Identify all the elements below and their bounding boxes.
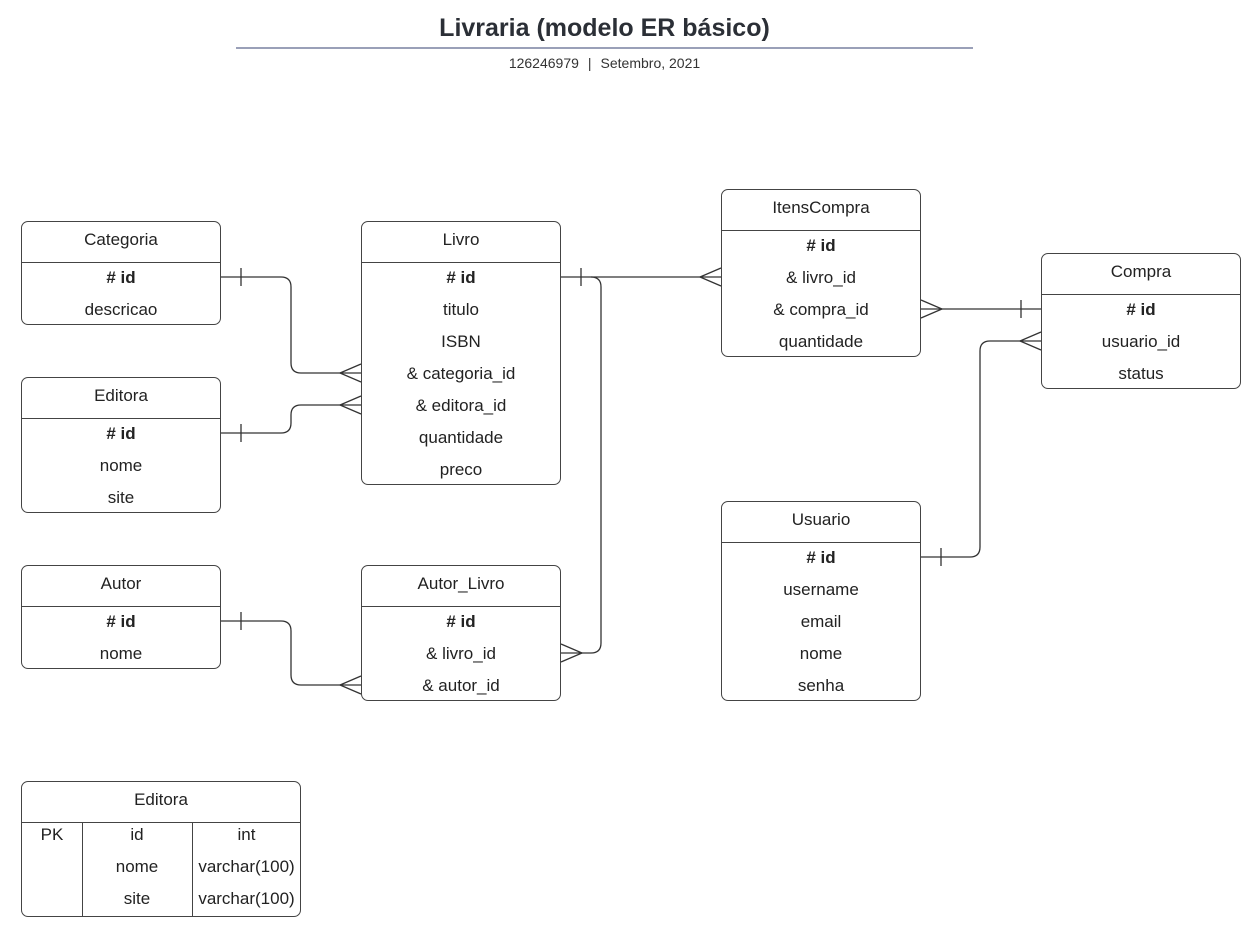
entity-autor-livro[interactable]: Autor_Livro # id & livro_id & autor_id xyxy=(361,565,561,701)
column-type: int varchar(100) varchar(100) xyxy=(192,822,301,916)
many-mark-itenscompra-compra xyxy=(920,299,944,319)
attribute-descricao: descricao xyxy=(84,300,158,319)
entity-autor[interactable]: Autor # id nome xyxy=(21,565,221,669)
table-cell: id xyxy=(130,825,144,844)
attribute-titulo: titulo xyxy=(443,300,479,319)
many-mark-itenscompra-livro xyxy=(698,267,722,287)
subtitle: 126246979 | Setembro, 2021 xyxy=(236,55,973,71)
attribute-usuario-id: usuario_id xyxy=(1101,332,1181,351)
table-cell: varchar(100) xyxy=(198,889,295,908)
link-autor-autorlivro xyxy=(221,620,361,686)
attribute-preco: preco xyxy=(439,460,483,479)
attribute-livro-id: & livro_id xyxy=(426,644,496,663)
entity-name: Categoria xyxy=(22,222,220,263)
entity-name: Livro xyxy=(362,222,560,263)
attribute-compra-id: & compra_id xyxy=(773,300,869,319)
many-mark-autorlivro-autor xyxy=(338,675,362,695)
title-rule xyxy=(236,47,973,49)
table-cell: nome xyxy=(115,857,159,876)
attribute-quantidade: quantidade xyxy=(778,332,864,351)
attribute-autor-id: & autor_id xyxy=(422,676,500,695)
entity-itens-compra[interactable]: ItensCompra # id & livro_id & compra_id … xyxy=(721,189,921,357)
table-cell: PK xyxy=(40,825,64,844)
link-usuario-compra xyxy=(921,340,1041,558)
entity-name: Compra xyxy=(1042,254,1240,295)
table-editora[interactable]: Editora PK id nome site int varchar(100)… xyxy=(21,781,301,917)
attribute-id: # id xyxy=(446,612,476,631)
attribute-id: # id xyxy=(106,424,136,443)
entity-compra[interactable]: Compra # id usuario_id status xyxy=(1041,253,1241,389)
many-mark-compra-usuario xyxy=(1018,331,1042,351)
table-cell xyxy=(22,886,82,918)
many-mark-autorlivro-livro xyxy=(560,643,584,663)
attribute-quantidade: quantidade xyxy=(418,428,504,447)
attribute-id: # id xyxy=(446,268,476,287)
many-mark-livro-categoria xyxy=(338,363,362,383)
attribute-id: # id xyxy=(1126,300,1156,319)
attribute-nome: nome xyxy=(99,644,143,663)
link-categoria-livro xyxy=(221,276,361,374)
entity-name: Usuario xyxy=(722,502,920,543)
attribute-editora-id: & editora_id xyxy=(415,396,507,415)
attribute-id: # id xyxy=(806,548,836,567)
attribute-nome: nome xyxy=(799,644,843,663)
attribute-username: username xyxy=(783,580,859,599)
entity-editora[interactable]: Editora # id nome site xyxy=(21,377,221,513)
attribute-nome: nome xyxy=(99,456,143,475)
attribute-site: site xyxy=(107,488,135,507)
attribute-isbn: ISBN xyxy=(441,332,481,351)
entity-livro[interactable]: Livro # id titulo ISBN & categoria_id & … xyxy=(361,221,561,485)
link-livro-autorlivro xyxy=(561,276,602,654)
table-cell: varchar(100) xyxy=(198,857,295,876)
diagram-date: Setembro, 2021 xyxy=(600,55,701,71)
table-cell xyxy=(22,854,82,886)
attribute-livro-id: & livro_id xyxy=(786,268,856,287)
table-name: Editora xyxy=(22,782,300,823)
attribute-id: # id xyxy=(106,612,136,631)
attribute-id: # id xyxy=(106,268,136,287)
attribute-status: status xyxy=(1118,364,1164,383)
column-field: id nome site xyxy=(82,822,193,916)
diagram-code: 126246979 xyxy=(508,55,579,71)
page-title: Livraria (modelo ER básico) xyxy=(439,14,770,42)
entity-usuario[interactable]: Usuario # id username email nome senha xyxy=(721,501,921,701)
table-cell: site xyxy=(123,889,151,908)
column-key: PK xyxy=(22,822,83,916)
entity-name: Autor_Livro xyxy=(362,566,560,607)
attribute-id: # id xyxy=(806,236,836,255)
entity-categoria[interactable]: Categoria # id descricao xyxy=(21,221,221,325)
attribute-categoria-id: & categoria_id xyxy=(406,364,516,383)
entity-name: Editora xyxy=(22,378,220,419)
attribute-email: email xyxy=(800,612,842,631)
subtitle-separator: | xyxy=(587,55,592,71)
attribute-senha: senha xyxy=(797,676,845,695)
entity-name: ItensCompra xyxy=(722,190,920,231)
entity-name: Autor xyxy=(22,566,220,607)
many-mark-livro-editora xyxy=(338,395,362,415)
link-editora-livro xyxy=(221,404,361,434)
table-cell: int xyxy=(237,825,256,844)
